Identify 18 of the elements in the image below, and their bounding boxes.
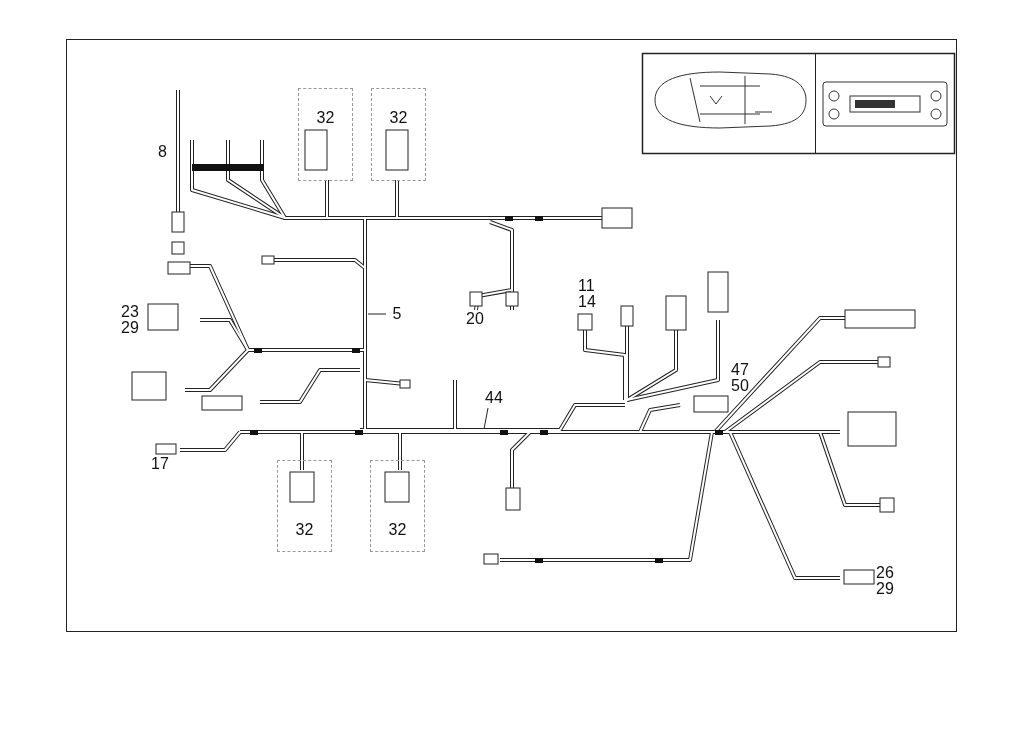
dashed-detail-frame [298,88,353,181]
callout-number: 14 [578,294,596,310]
callout-number: 5 [386,304,408,324]
callout-number: 11 [578,278,595,294]
leader-line [367,313,387,315]
dashed-detail-frame [371,88,426,181]
callout-number: 8 [158,144,167,160]
callout-number: 29 [876,581,894,597]
callout-number: 20 [466,311,484,327]
dashed-detail-frame [277,460,332,552]
callout-number: 23 [121,304,139,320]
callout-number: 50 [731,378,749,394]
callout-number: 47 [731,362,749,378]
dashed-detail-frame [370,460,425,552]
callout-number: 26 [876,565,894,581]
leader-line [483,407,489,430]
callout-number: 29 [121,320,139,336]
callout-number: 17 [151,456,169,472]
